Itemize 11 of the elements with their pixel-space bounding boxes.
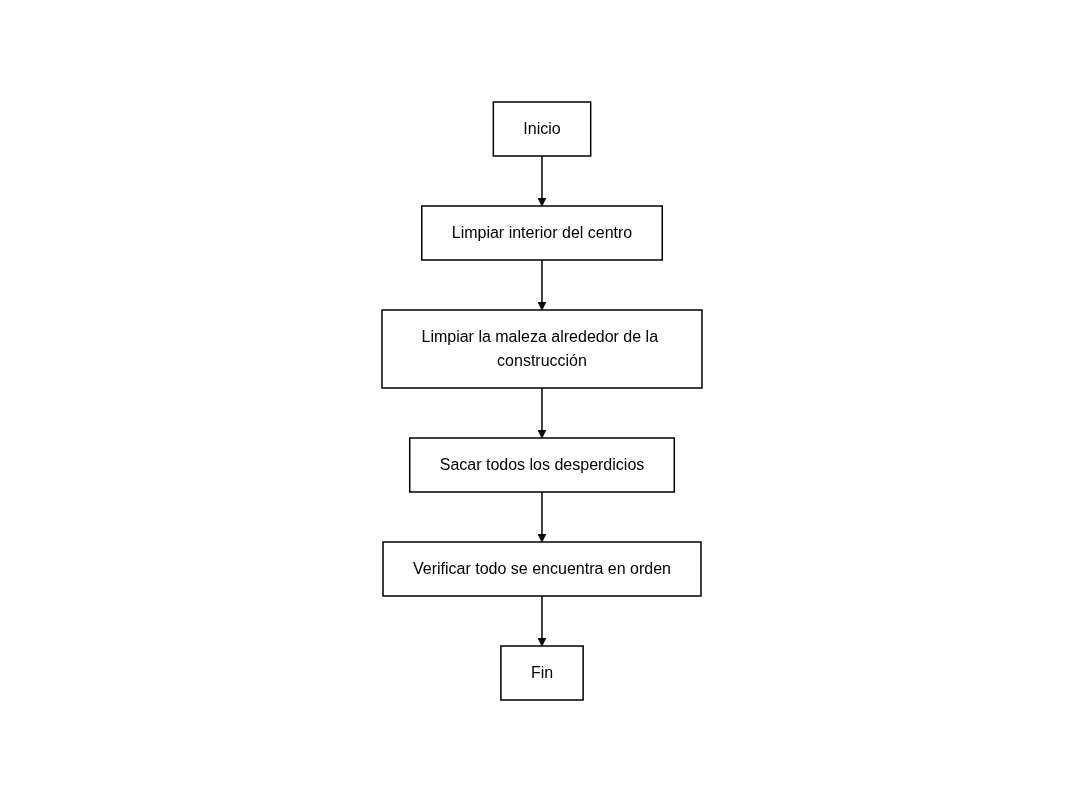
arrow — [537, 258, 546, 310]
node-box: Sacar todos los desperdicios — [408, 436, 675, 493]
node-box: Inicio — [492, 100, 591, 157]
arrow — [537, 154, 546, 206]
arrow — [537, 490, 546, 542]
arrow — [537, 594, 546, 646]
arrow — [537, 386, 546, 438]
node-box: Fin — [499, 644, 584, 701]
node-box: Limpiar la maleza alrededor de la construcción — [380, 308, 703, 389]
node-box: Verificar todo se encuentra en orden — [381, 540, 702, 597]
node-box: Limpiar interior del centro — [420, 204, 663, 261]
